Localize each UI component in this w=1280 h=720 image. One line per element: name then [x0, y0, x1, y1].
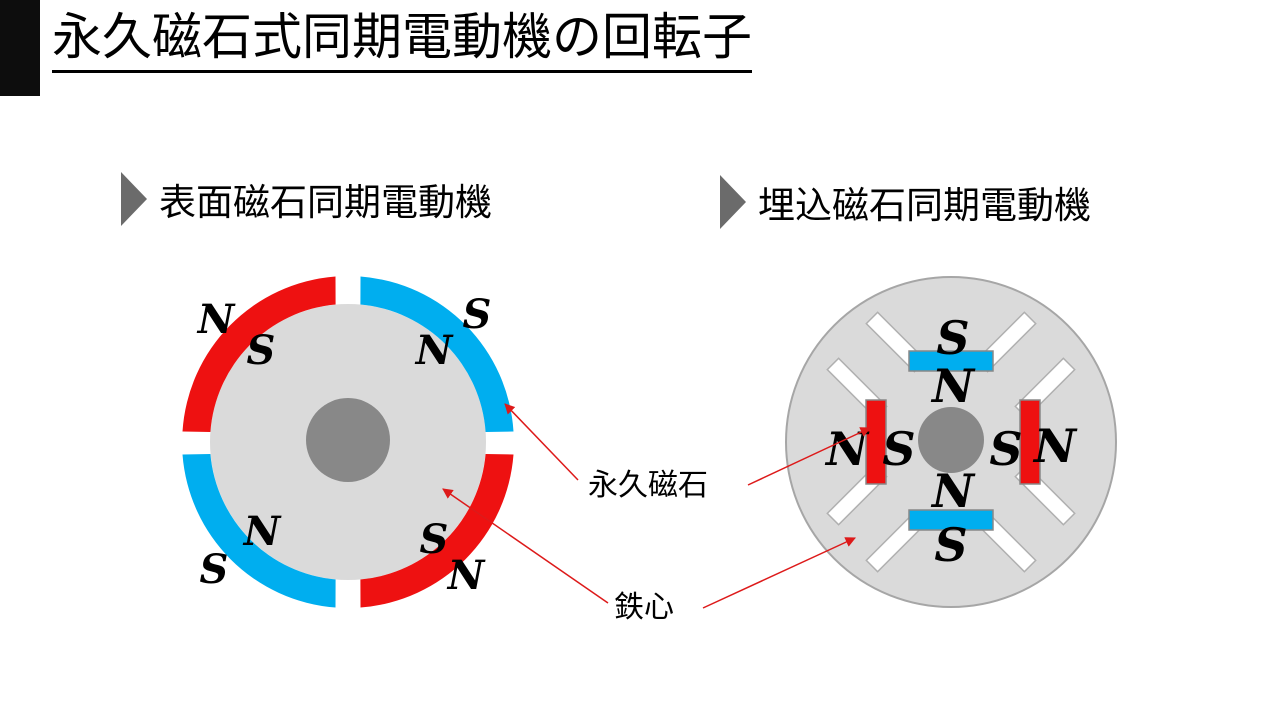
triangle-bullet-icon [121, 172, 147, 226]
spm-magnet-top-left [182, 276, 336, 432]
spm-magnet-bottom-right [360, 454, 514, 608]
spm-rotor: N S S N N S S N [182, 276, 514, 608]
ipm-pole-right-inner: S [989, 422, 1022, 476]
ipm-magnet-bottom [908, 509, 994, 531]
spm-heading-text: 表面磁石同期電動機 [159, 181, 492, 224]
ipm-heading-text: 埋込磁石同期電動機 [758, 184, 1091, 227]
label-permanent-magnet: 永久磁石 [588, 468, 708, 503]
spm-shaft [306, 398, 390, 482]
spm-pole-br-inner: S [420, 516, 449, 563]
ipm-magnet-left [865, 399, 887, 485]
arrow-magnet-to-ipm [747, 427, 871, 486]
triangle-bullet-icon [720, 175, 746, 229]
spm-pole-bl-outer: S [200, 546, 229, 593]
spm-pole-br-outer: N [446, 552, 486, 599]
ipm-pole-top-inner: N [930, 359, 976, 413]
ipm-pole-bottom-outer: S [934, 518, 967, 572]
spm-magnet-bottom-left [182, 454, 336, 608]
spm-pole-bl-inner: N [242, 508, 282, 555]
arrow-core-to-ipm [702, 537, 856, 609]
arrow-core-to-spm [442, 488, 609, 604]
ipm-magnet-right [1019, 399, 1041, 485]
title-accent-bar [0, 0, 40, 96]
spm-magnet-top-right [360, 276, 514, 432]
ipm-pole-left-inner: S [882, 422, 915, 476]
ipm-magnet-top [908, 350, 994, 372]
spm-pole-tl-outer: N [196, 296, 236, 343]
ipm-pole-top-outer: S [936, 311, 969, 365]
ipm-heading: 埋込磁石同期電動機 [720, 175, 1091, 229]
ipm-pole-bottom-inner: N [930, 464, 976, 518]
spm-pole-tr-outer: S [463, 291, 492, 338]
slide-title: 永久磁石式同期電動機の回転子 [52, 4, 752, 73]
spm-pole-tl-inner: S [247, 327, 276, 374]
label-iron-core: 鉄心 [614, 590, 674, 625]
ipm-shaft [918, 407, 984, 473]
ipm-pole-right-outer: N [1032, 419, 1078, 473]
spm-heading: 表面磁石同期電動機 [121, 172, 492, 226]
spm-pole-tr-inner: N [414, 327, 454, 374]
callouts: 永久磁石 鉄心 [442, 403, 871, 625]
arrow-magnet-to-spm [504, 403, 579, 481]
ipm-rotor: S N N S S N N S [785, 276, 1117, 608]
ipm-pole-left-outer: N [824, 422, 870, 476]
